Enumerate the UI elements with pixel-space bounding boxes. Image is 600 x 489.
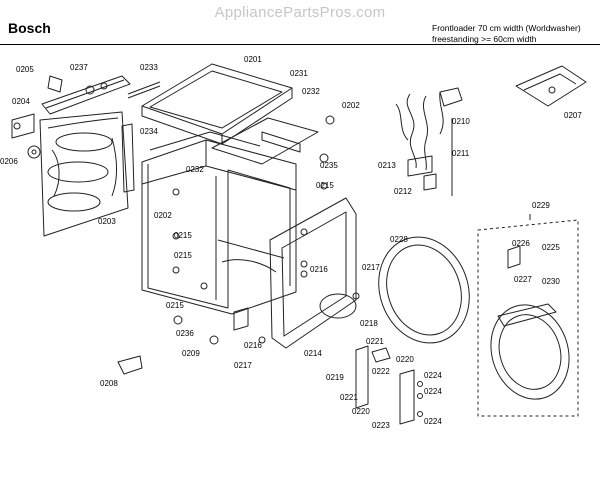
part-label-0212: 0212 [394,187,412,196]
top-lid-part [141,63,293,145]
part-label-0230: 0230 [542,277,560,286]
part-label-0237: 0237 [70,63,88,72]
cabinet-body-part [141,131,297,315]
part-label-0202: 0202 [342,101,360,110]
part-label-0224: 0224 [424,417,442,426]
bracket-0207-part [515,65,587,107]
part-label-0220: 0220 [352,407,370,416]
foot-part [117,355,143,375]
spec-line-2: freestanding >= 60cm width [432,34,537,44]
part-label-0233: 0233 [140,63,158,72]
part-label-0228: 0228 [390,235,408,244]
part-label-0215: 0215 [166,301,184,310]
part-label-0221: 0221 [366,337,384,346]
rear-panel-part [39,111,129,237]
part-label-0220: 0220 [396,355,414,364]
header-divider [0,44,600,45]
part-label-0234: 0234 [140,127,158,136]
part-label-0235: 0235 [320,161,338,170]
part-label-0211: 0211 [452,149,470,158]
side-rail-part [121,123,135,193]
part-label-0232: 0232 [302,87,320,96]
part-label-0202: 0202 [154,211,172,220]
part-label-0206: 0206 [0,157,18,166]
part-label-0231: 0231 [290,69,308,78]
part-label-0215: 0215 [174,231,192,240]
part-label-0229: 0229 [532,201,550,210]
hinge-part [233,307,249,331]
part-label-0217: 0217 [362,263,380,272]
part-label-0205: 0205 [16,65,34,74]
connector-part [423,173,437,191]
part-label-0224: 0224 [424,371,442,380]
part-label-0217: 0217 [234,361,252,370]
spec-line-1: Frontloader 70 cm width (Worldwasher) [432,23,581,33]
part-label-0204: 0204 [12,97,30,106]
part-label-0215: 0215 [316,181,334,190]
rear-bracket-part [41,75,131,115]
part-label-0223: 0223 [372,421,390,430]
part-label-0218: 0218 [360,319,378,328]
part-label-0219: 0219 [326,373,344,382]
part-label-0226: 0226 [512,239,530,248]
part-label-0213: 0213 [378,161,396,170]
strip-part [127,81,161,99]
part-label-0222: 0222 [372,367,390,376]
frame-bar-part [211,117,319,165]
part-label-0224: 0224 [424,387,442,396]
small-parts-left [11,75,63,159]
door-assembly-box [477,214,579,417]
part-label-0225: 0225 [542,243,560,252]
part-label-0203: 0203 [98,217,116,226]
part-label-0209: 0209 [182,349,200,358]
front-panel-part [269,197,357,349]
part-label-0201: 0201 [244,55,262,64]
rail-part [261,131,301,153]
part-label-0208: 0208 [100,379,118,388]
brand-title: Bosch [8,20,51,36]
door-lock-parts [355,345,423,425]
part-label-0236: 0236 [176,329,194,338]
part-label-0232: 0232 [186,165,204,174]
part-label-0216: 0216 [244,341,262,350]
part-label-0221: 0221 [340,393,358,402]
part-label-0215: 0215 [174,251,192,260]
fasteners [173,115,360,345]
wiring-harness-part [395,87,463,177]
part-label-0227: 0227 [514,275,532,284]
part-label-0210: 0210 [452,117,470,126]
door-ring-part [378,236,470,344]
watermark: AppliancePartsPros.com [214,4,386,21]
part-label-0216: 0216 [310,265,328,274]
part-label-0207: 0207 [564,111,582,120]
part-label-0214: 0214 [304,349,322,358]
